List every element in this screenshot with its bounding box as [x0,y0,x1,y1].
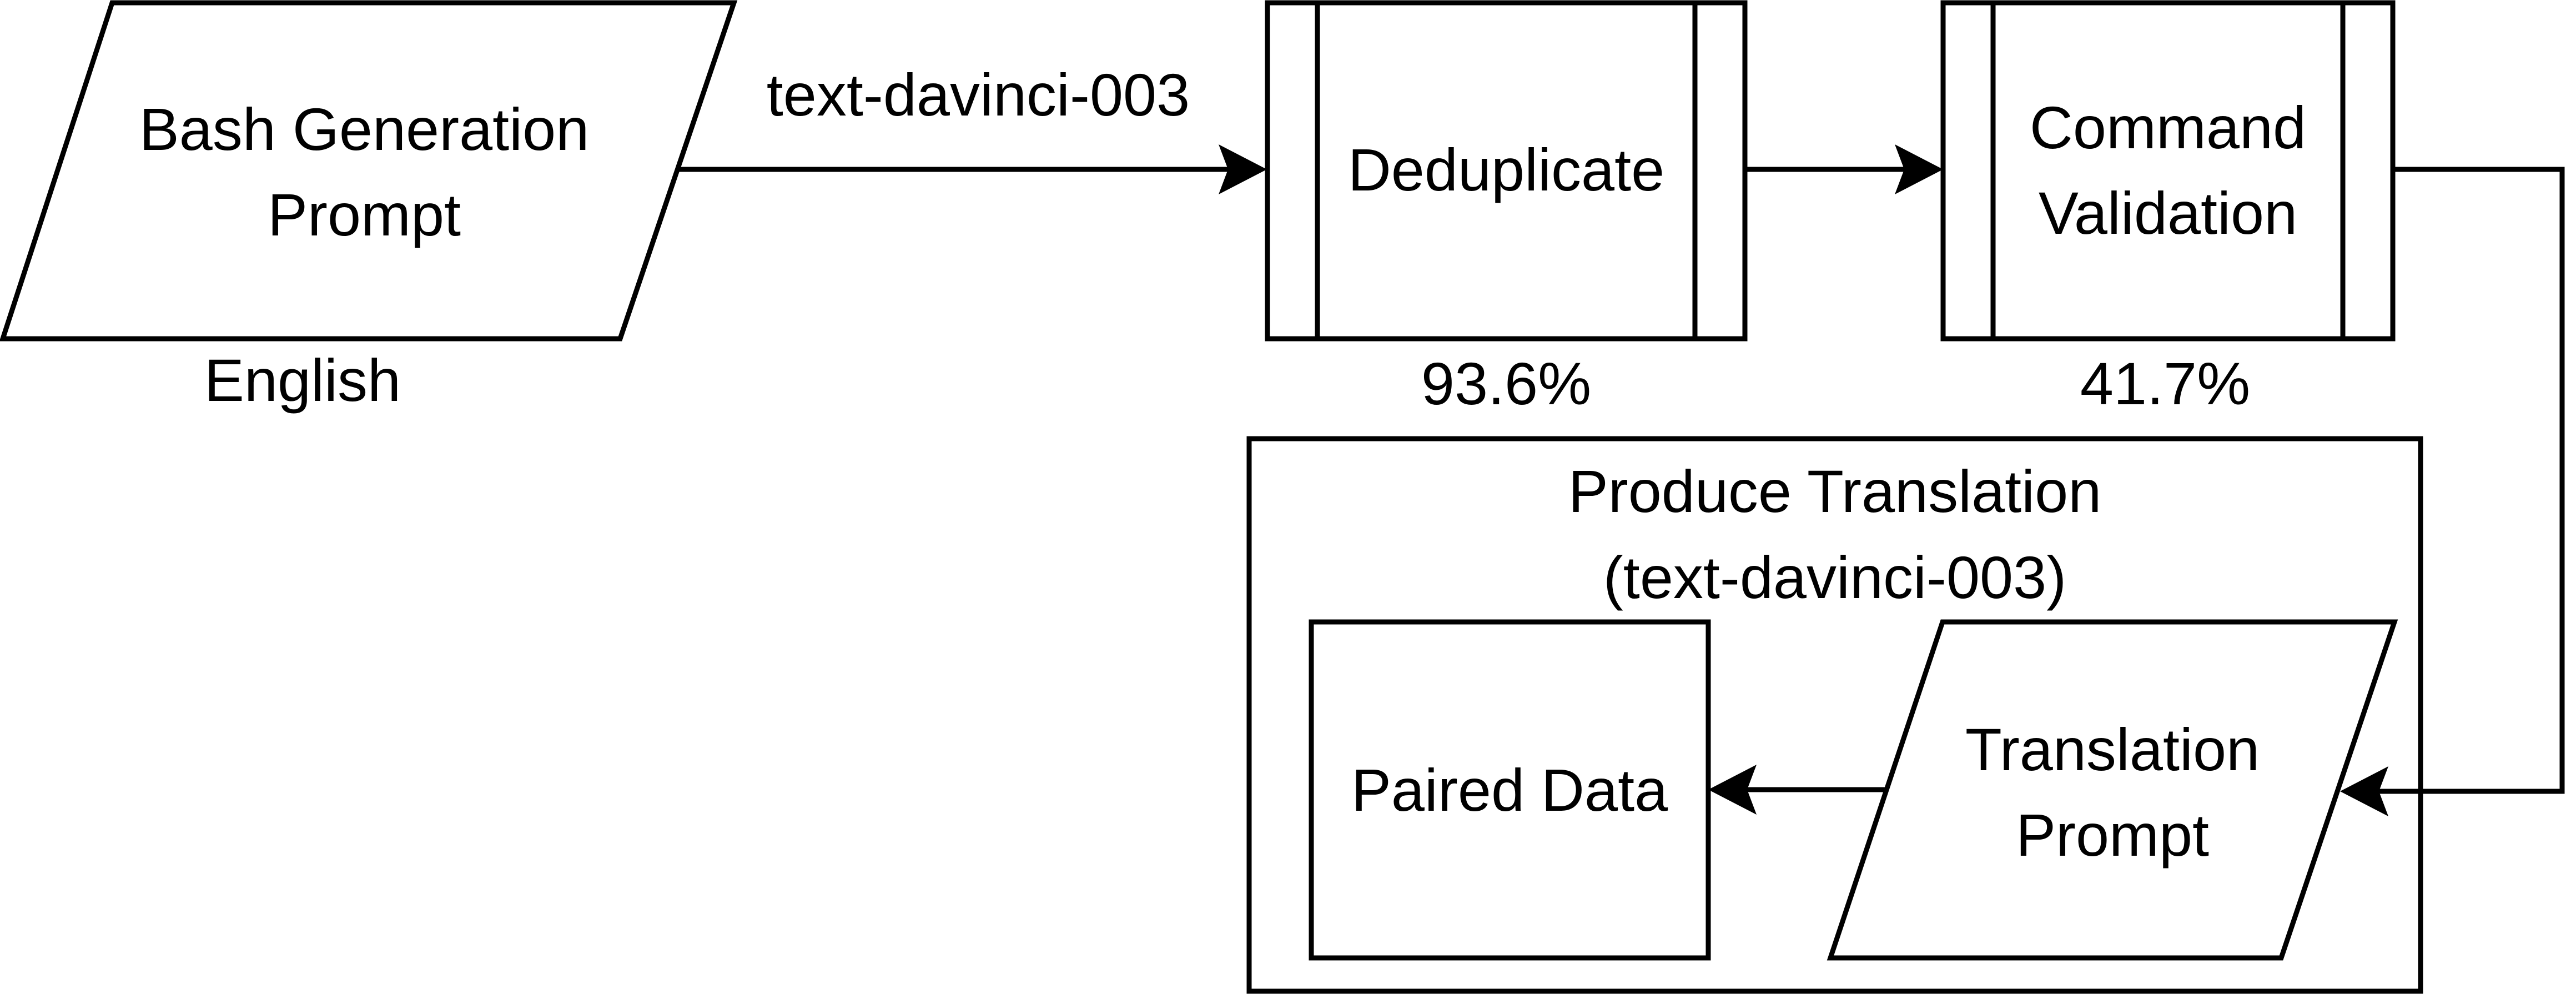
arrowhead-dedup [1219,144,1267,194]
translation-prompt-node [1827,619,2398,961]
command-validation-line1: Command [2030,94,2306,161]
model-edge-label: text-davinci-003 [767,61,1190,128]
bash-generation-prompt-node [0,0,738,342]
bash-generation-prompt-line1: Bash Generation [139,96,590,163]
translation-prompt-line2: Prompt [2016,801,2209,869]
paired-data-node [1309,619,1711,961]
validation-rate-label: 41.7% [2080,350,2250,417]
produce-translation-title: Produce Translation [1568,458,2102,525]
english-label: English [204,347,401,414]
produce-translation-model: (text-davinci-003) [1603,544,2066,611]
command-validation-line2: Validation [2039,179,2297,247]
bash-generation-prompt-line2: Prompt [268,181,461,248]
translation-prompt-line1: Translation [1965,716,2260,783]
arrowhead-paired [1708,765,1757,815]
deduplicate-label: Deduplicate [1348,136,1664,203]
command-validation-node [1940,0,2396,342]
arrowhead-validation [1895,144,1943,194]
paired-data-label: Paired Data [1351,756,1668,824]
deduplicate-node [1265,0,1748,342]
dedup-rate-label: 93.6% [1421,350,1591,417]
arrowhead-translation [2340,766,2388,816]
edge-validation-to-translation [2379,167,2565,794]
